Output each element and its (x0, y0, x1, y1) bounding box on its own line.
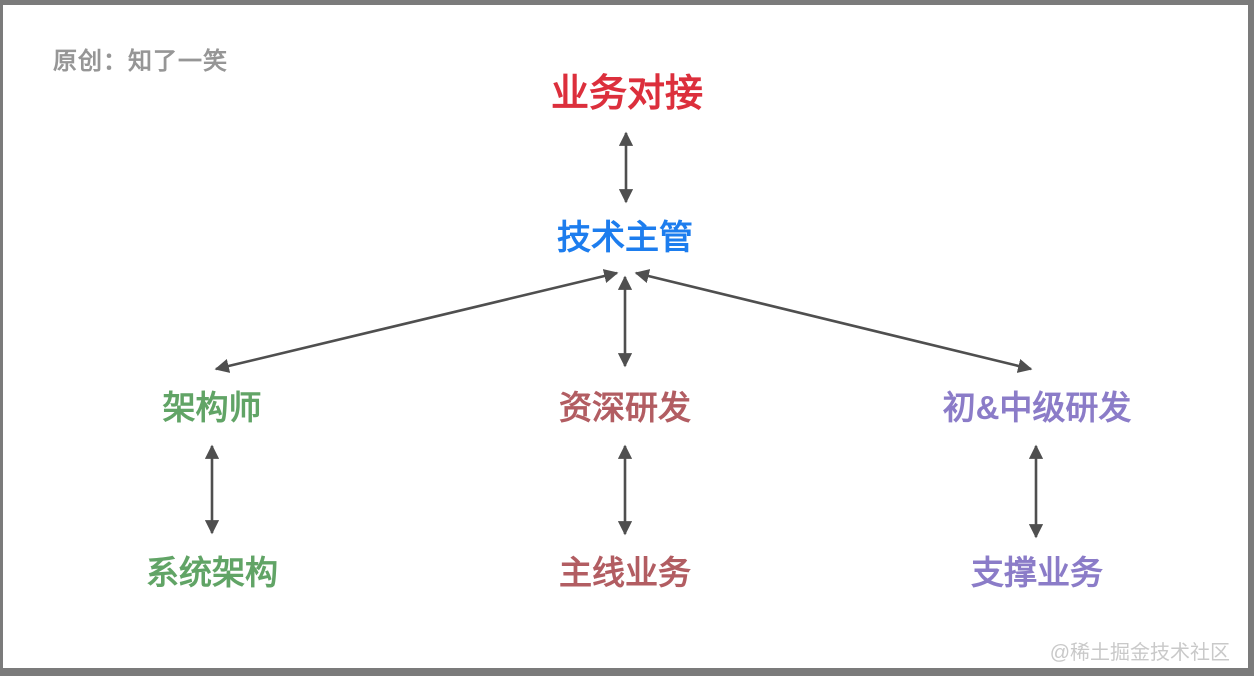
node-tech-manager: 技术主管 (557, 219, 693, 257)
node-business-liaison: 业务对接 (550, 73, 704, 115)
node-junior-mid-dev: 初&中级研发 (942, 389, 1132, 426)
node-system-architecture: 系统架构 (146, 554, 278, 591)
node-main-business: 主线业务 (559, 554, 691, 591)
edge-manager-architect (214, 269, 619, 373)
watermark-text: @稀土掘金技术社区 (1049, 642, 1230, 664)
attribution-text: 原创：知了一笑 (53, 48, 228, 75)
node-architect: 架构师 (162, 389, 262, 426)
node-senior-dev: 资深研发 (559, 389, 691, 426)
edge-manager-junior-dev (634, 269, 1033, 373)
node-support-business: 支撑业务 (971, 554, 1103, 591)
